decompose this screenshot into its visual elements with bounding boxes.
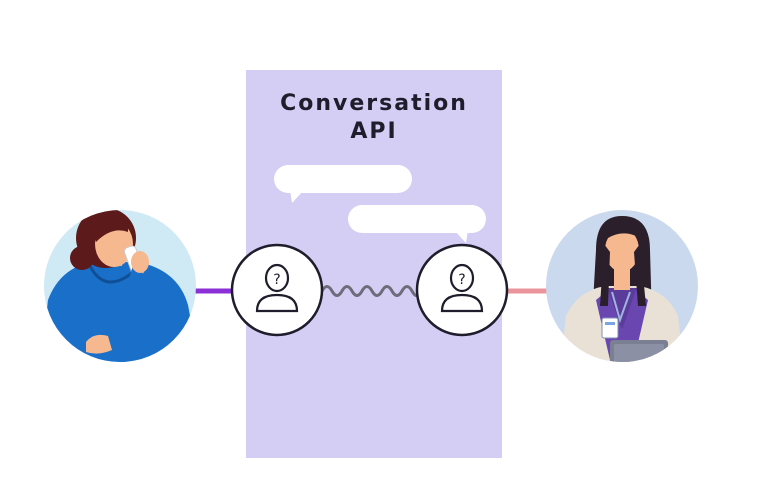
unknown-person-icon: ?: [415, 243, 509, 337]
api-title: Conversation API: [246, 90, 502, 146]
speech-bubble-right: [348, 205, 486, 243]
api-title-line-1: Conversation: [280, 91, 468, 116]
connection-wave: [320, 285, 420, 297]
speech-bubble-left: [274, 165, 412, 203]
svg-text:?: ?: [458, 272, 465, 288]
agent-with-badge-avatar: [546, 210, 698, 362]
svg-text:?: ?: [273, 272, 280, 288]
api-title-line-2: API: [350, 119, 398, 144]
caller-on-phone-avatar: [44, 210, 196, 362]
unknown-person-icon: ?: [230, 243, 324, 337]
